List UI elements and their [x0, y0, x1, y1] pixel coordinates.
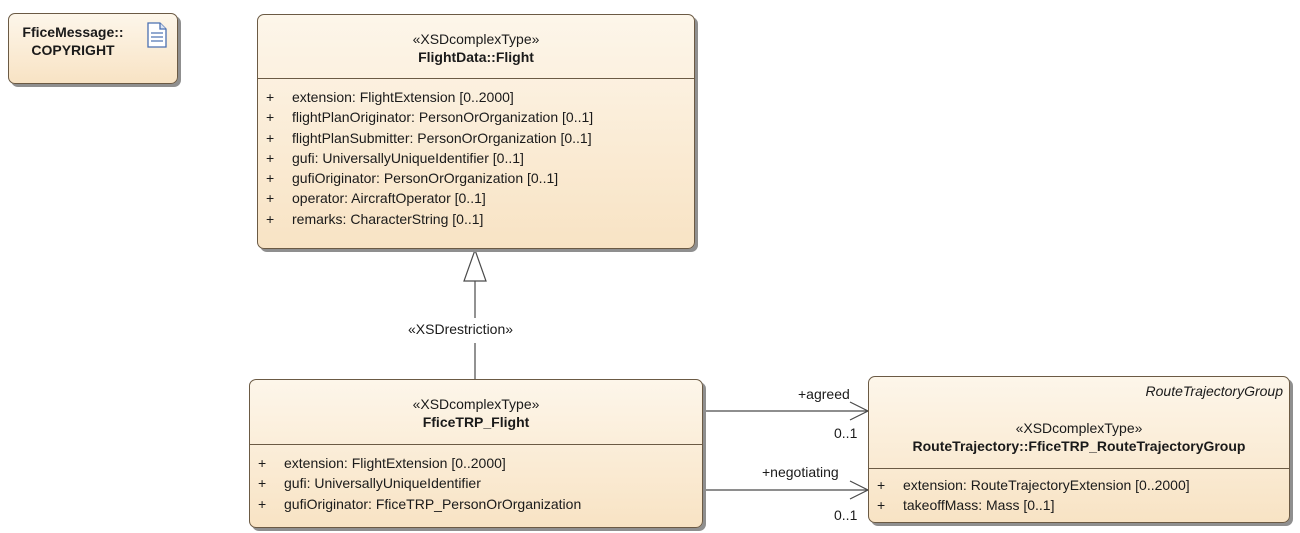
attribute-row[interactable]: +gufi: UniversallyUniqueIdentifier — [258, 475, 481, 492]
ffice-flight-class[interactable]: «XSDcomplexType» FficeTRP_Flight +extens… — [249, 379, 703, 528]
flight-class-name: FlightData::Flight — [418, 49, 534, 65]
attribute-row[interactable]: +extension: RouteTrajectoryExtension [0.… — [877, 477, 1190, 493]
attribute-row[interactable]: +flightPlanSubmitter: PersonOrOrganizati… — [266, 129, 592, 146]
route-group-stereotype: «XSDcomplexType» — [1015, 420, 1143, 436]
route-group-tag: RouteTrajectoryGroup — [1145, 383, 1283, 399]
attribute-row[interactable]: +gufiOriginator: PersonOrOrganization [0… — [266, 170, 559, 187]
route-group-separator — [869, 468, 1289, 469]
attribute-row[interactable]: +extension: FlightExtension [0..2000] — [258, 455, 506, 471]
restriction-label[interactable]: «XSDrestriction» — [408, 321, 514, 337]
route-group-class-name: RouteTrajectory::FficeTRP_RouteTrajector… — [912, 438, 1246, 454]
route-trajectory-group-class[interactable]: RouteTrajectoryGroup «XSDcomplexType» Ro… — [868, 376, 1290, 523]
flight-stereotype: «XSDcomplexType» — [412, 31, 540, 47]
attribute-row[interactable]: +remarks: CharacterString [0..1] — [266, 210, 484, 227]
ffice-flight-stereotype: «XSDcomplexType» — [412, 396, 540, 412]
agreed-role-label[interactable]: +agreed — [798, 386, 850, 402]
ffice-flight-separator — [250, 444, 702, 445]
attribute-row[interactable]: +gufi: UniversallyUniqueIdentifier [0..1… — [266, 149, 524, 166]
attribute-row[interactable]: +flightPlanOriginator: PersonOrOrganizat… — [266, 109, 594, 126]
document-icon — [147, 22, 167, 48]
attribute-row[interactable]: +operator: AircraftOperator [0..1] — [266, 190, 486, 207]
copyright-note[interactable]: FficeMessage:: COPYRIGHT — [8, 13, 178, 84]
negotiating-role-label[interactable]: +negotiating — [762, 464, 839, 480]
flight-separator — [258, 78, 694, 79]
note-title-line1: FficeMessage:: — [22, 24, 124, 40]
attribute-row[interactable]: +extension: FlightExtension [0..2000] — [266, 89, 514, 105]
note-title-line2: COPYRIGHT — [31, 42, 115, 58]
generalization-arrowhead — [463, 248, 487, 282]
negotiating-multiplicity-label: 0..1 — [834, 507, 858, 523]
flight-attribute-list: +extension: FlightExtension [0..2000] +f… — [266, 87, 688, 229]
agreed-multiplicity-label: 0..1 — [834, 425, 858, 441]
flight-class[interactable]: «XSDcomplexType» FlightData::Flight +ext… — [257, 14, 695, 249]
attribute-row[interactable]: +takeoffMass: Mass [0..1] — [877, 497, 1055, 514]
ffice-flight-class-name: FficeTRP_Flight — [422, 414, 530, 430]
ffice-flight-attribute-list: +extension: FlightExtension [0..2000] +g… — [258, 453, 696, 514]
attribute-row[interactable]: +gufiOriginator: FficeTRP_PersonOrOrgani… — [258, 495, 582, 512]
route-group-attribute-list: +extension: RouteTrajectoryExtension [0.… — [877, 475, 1283, 516]
